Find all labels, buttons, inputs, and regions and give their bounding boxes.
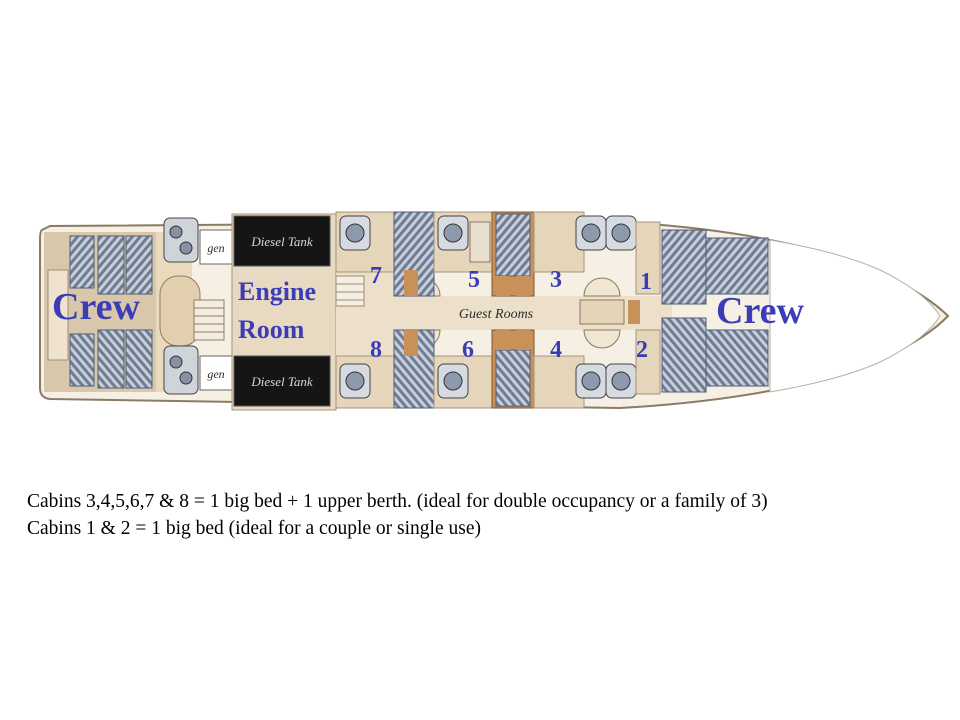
cabin-number: 4 xyxy=(550,337,562,363)
generator-top: gen xyxy=(163,217,233,265)
cabin-number: 7 xyxy=(370,263,382,289)
cabin-number: 5 xyxy=(468,267,480,293)
engine-room-label-line1: Engine xyxy=(238,277,316,306)
cabin-number: 2 xyxy=(636,337,648,363)
cabin-notes: Cabins 3,4,5,6,7 & 8 = 1 big bed + 1 upp… xyxy=(27,488,952,542)
engine-room: Diesel Tank Diesel Tank xyxy=(231,213,337,411)
cabin-note-line2: Cabins 1 & 2 = 1 big bed (ideal for a co… xyxy=(27,518,481,539)
top-cabins xyxy=(335,211,769,305)
generator-bottom: gen xyxy=(163,345,233,395)
crew-forward-label: Crew xyxy=(716,290,804,332)
wood-floor-accents xyxy=(404,270,640,356)
cabin-number: 1 xyxy=(640,269,652,295)
cabin-number: 8 xyxy=(370,337,382,363)
gen-top-label: gen xyxy=(207,241,224,255)
aft-crew-cabin xyxy=(44,232,156,392)
cabin-note-line1: Cabins 3,4,5,6,7 & 8 = 1 big bed + 1 upp… xyxy=(27,491,768,512)
bottom-cabins xyxy=(335,317,769,409)
cabin-number: 6 xyxy=(462,337,474,363)
engine-room-label-line2: Room xyxy=(238,315,305,344)
crew-aft-label: Crew xyxy=(52,286,140,328)
cabin-numbers: 7 5 3 1 8 6 4 2 xyxy=(370,263,652,363)
diesel-tank-top-label: Diesel Tank xyxy=(250,234,312,249)
cabin-number: 3 xyxy=(550,267,562,293)
bow-deck xyxy=(769,239,941,393)
guest-rooms-label: Guest Rooms xyxy=(459,307,534,322)
gen-bottom-label: gen xyxy=(207,367,224,381)
diesel-tank-bottom-label: Diesel Tank xyxy=(250,374,312,389)
